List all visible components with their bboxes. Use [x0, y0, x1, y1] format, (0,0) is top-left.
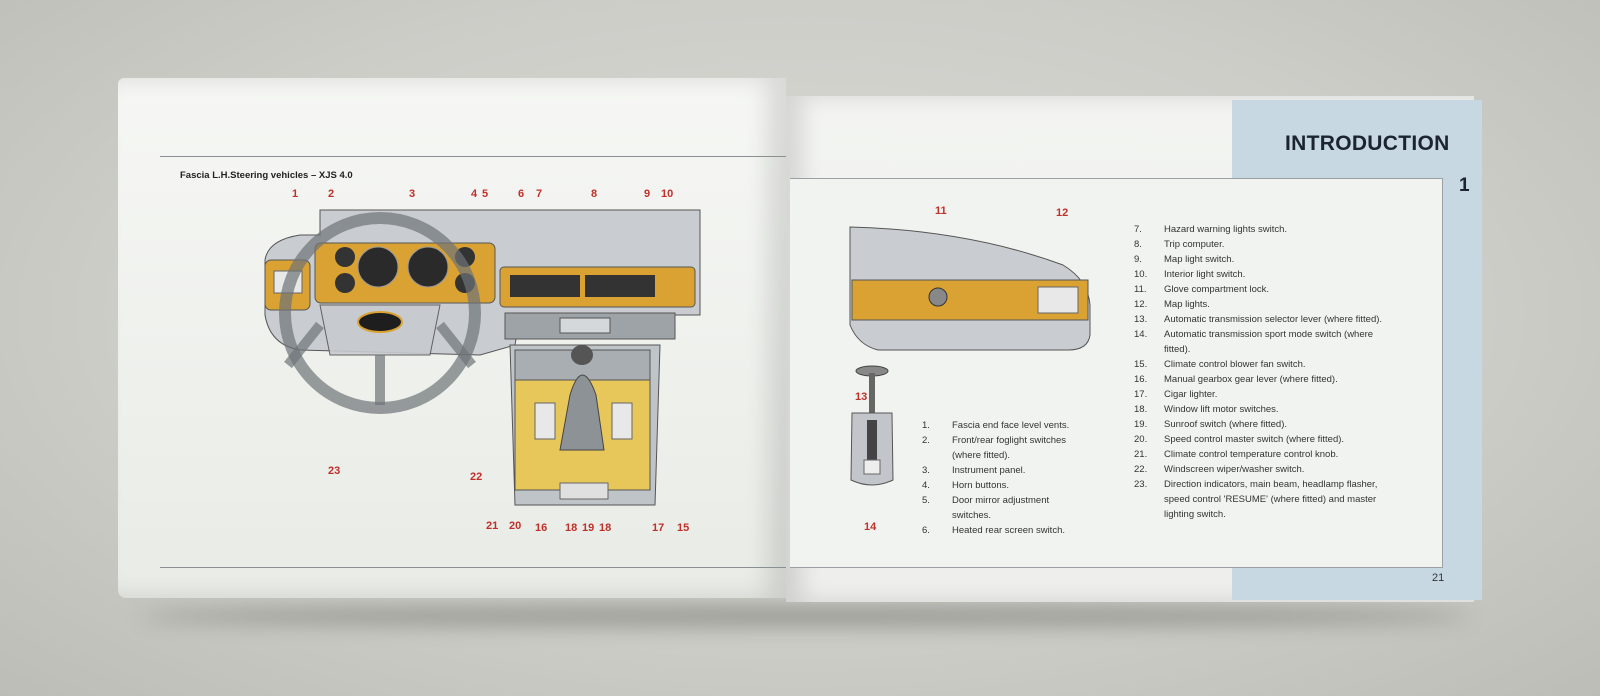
auto-selector-icon — [850, 365, 894, 486]
list-item: lighting switch. — [1164, 509, 1226, 520]
callout-15: 15 — [677, 522, 690, 534]
callout-21: 21 — [486, 520, 499, 532]
callout-23: 23 — [328, 465, 341, 477]
list-item: 4.Horn buttons. — [922, 480, 1010, 491]
callout-5: 5 — [482, 188, 489, 200]
glovebox-illustration — [849, 226, 1091, 351]
list-item: 13.Automatic transmission selector lever… — [1134, 314, 1383, 325]
figure-caption: Fascia L.H.Steering vehicles – XJS 4.0 — [180, 170, 353, 181]
callout-19: 19 — [582, 522, 595, 534]
book-shadow — [140, 605, 1470, 627]
list-item: 8.Trip computer. — [1134, 239, 1225, 250]
list-item: 20.Speed control master switch (where fi… — [1134, 434, 1345, 445]
list-item: 10.Interior light switch. — [1134, 269, 1246, 280]
callout-18a: 18 — [565, 522, 578, 534]
list-item: fitted). — [1164, 344, 1191, 355]
callout-20: 20 — [509, 520, 522, 532]
callout-7: 7 — [536, 188, 543, 200]
list-item: 16.Manual gearbox gear lever (where fitt… — [1134, 374, 1338, 385]
list-item: speed control 'RESUME' (where fitted) an… — [1164, 494, 1377, 505]
list-item: 12.Map lights. — [1134, 299, 1210, 310]
callout-18b: 18 — [599, 522, 612, 534]
callout-10: 10 — [661, 188, 674, 200]
list-item: 21.Climate control temperature control k… — [1134, 449, 1339, 460]
key-list-right: 7.Hazard warning lights switch. 8.Trip c… — [1134, 222, 1434, 522]
list-item: 3.Instrument panel. — [922, 465, 1026, 476]
callout-4: 4 — [471, 188, 478, 200]
callout-14: 14 — [864, 521, 877, 533]
list-item: 15.Climate control blower fan switch. — [1134, 359, 1306, 370]
callout-13: 13 — [855, 391, 868, 403]
list-item: 6.Heated rear screen switch. — [922, 525, 1065, 536]
list-item: 14.Automatic transmission sport mode swi… — [1134, 329, 1374, 340]
page-number: 21 — [1432, 572, 1445, 584]
callout-6: 6 — [518, 188, 525, 200]
list-item: (where fitted). — [952, 450, 1011, 461]
list-item: 17.Cigar lighter. — [1134, 389, 1218, 400]
list-item: 22.Windscreen wiper/washer switch. — [1134, 464, 1305, 475]
list-item: 11.Glove compartment lock. — [1134, 284, 1270, 295]
list-item: 23.Direction indicators, main beam, head… — [1134, 479, 1378, 490]
list-item: switches. — [952, 510, 992, 521]
left-figure-frame — [160, 156, 786, 568]
list-item: 5.Door mirror adjustment — [922, 495, 1050, 506]
key-list-left: 1.Fascia end face level vents. 2.Front/r… — [922, 418, 1142, 543]
dashboard-illustration — [264, 209, 701, 506]
list-item: 1.Fascia end face level vents. — [922, 420, 1070, 431]
callout-2: 2 — [328, 188, 335, 200]
section-heading: INTRODUCTION — [1285, 132, 1450, 155]
list-item: 9.Map light switch. — [1134, 254, 1235, 265]
callout-16: 16 — [535, 522, 548, 534]
callout-22: 22 — [470, 471, 483, 483]
callout-8: 8 — [591, 188, 598, 200]
callout-12: 12 — [1056, 207, 1069, 219]
callout-3: 3 — [409, 188, 416, 200]
callout-1: 1 — [292, 188, 299, 200]
callout-17: 17 — [652, 522, 665, 534]
list-item: 7.Hazard warning lights switch. — [1134, 224, 1288, 235]
list-item: 19.Sunroof switch (where fitted). — [1134, 419, 1288, 430]
callout-9: 9 — [644, 188, 651, 200]
chapter-number: 1 — [1459, 175, 1470, 196]
list-item: 2.Front/rear foglight switches — [922, 435, 1067, 446]
callout-11: 11 — [935, 205, 947, 217]
list-item: 18.Window lift motor switches. — [1134, 404, 1279, 415]
